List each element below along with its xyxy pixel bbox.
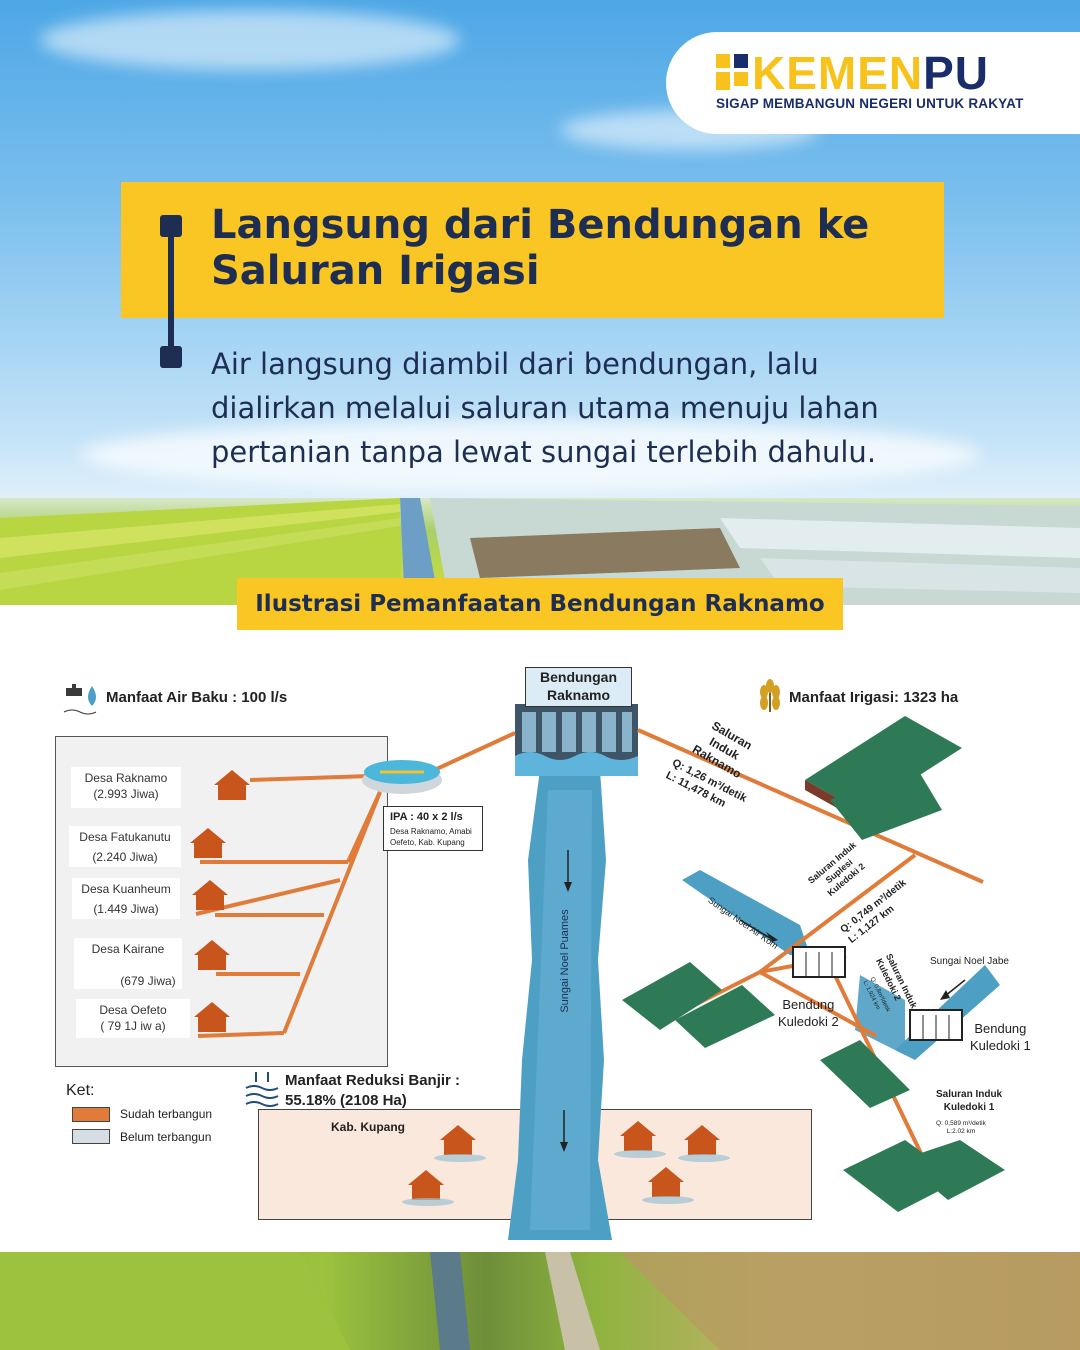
tributary-air-kom (682, 870, 810, 955)
timeline-marker-top (160, 215, 182, 237)
tap-icon (63, 684, 97, 715)
timeline-marker-bottom (160, 346, 182, 368)
bottom-fields-photo (0, 1252, 1080, 1350)
air-baku-label: Manfaat Air Baku : 100 l/s (106, 689, 288, 706)
ipa-tank-icon (362, 760, 442, 794)
banjir-label: Manfaat Reduksi Banjir :55.18% (2108 Ha) (285, 1072, 461, 1109)
weir-icon-kuledoki-1 (909, 1009, 963, 1041)
logo-tagline: SIGAP MEMBANGUN NEGERI UNTUK RAKYAT (716, 96, 1024, 111)
rice-field-icons (622, 716, 1005, 1212)
cloud (80, 420, 980, 490)
logo-wordmark: KEMENPU (752, 47, 990, 99)
legend-swatch-not-built (72, 1129, 110, 1144)
illustration-title: Ilustrasi Pemanfaatan Bendungan Raknamo (255, 591, 825, 617)
village-label: Desa Kuanheum(1.449 Jiwa) (72, 878, 180, 919)
timeline-line (168, 224, 174, 358)
flood-wave-icon (245, 1072, 279, 1107)
river-jabe-label: Sungai Noel Jabe (930, 956, 1009, 967)
legend-not-built-label: Belum terbangun (120, 1130, 212, 1144)
legend-swatch-built (72, 1107, 110, 1122)
logo-icon (716, 54, 748, 90)
village-label: Desa Raknamo(2.993 Jiwa) (71, 767, 181, 808)
page-description: Air langsung diambil dari bendungan, lal… (211, 347, 879, 469)
dam-icon (515, 704, 638, 776)
village-label: Desa Oefeto( 79 1J iw a) (76, 999, 190, 1038)
ipa-info-box: IPA : 40 x 2 l/s Desa Raknamo, Amabi Oef… (383, 806, 483, 851)
wheat-icon (760, 679, 780, 712)
title-banner (121, 182, 944, 318)
irigasi-label: Manfaat Irigasi: 1323 ha (789, 689, 959, 706)
illustration-banner (237, 578, 843, 630)
diagram-graphics (63, 679, 1005, 1240)
house-icons (190, 770, 720, 1200)
legend-built-label: Sudah terbangun (120, 1107, 213, 1121)
village-label: Desa Fatukanutu(2.240 Jiwa) (69, 826, 181, 867)
cloud (40, 10, 460, 70)
kab-kupang-label: Kab. Kupang (331, 1120, 405, 1134)
legend-title: Ket: (66, 1082, 95, 1099)
river-main-label: Sungai Noel Puames (559, 909, 571, 1013)
village-label: Desa Kairane(679 Jiwa) (74, 938, 182, 989)
weir-icon-kuledoki-2 (792, 946, 846, 978)
